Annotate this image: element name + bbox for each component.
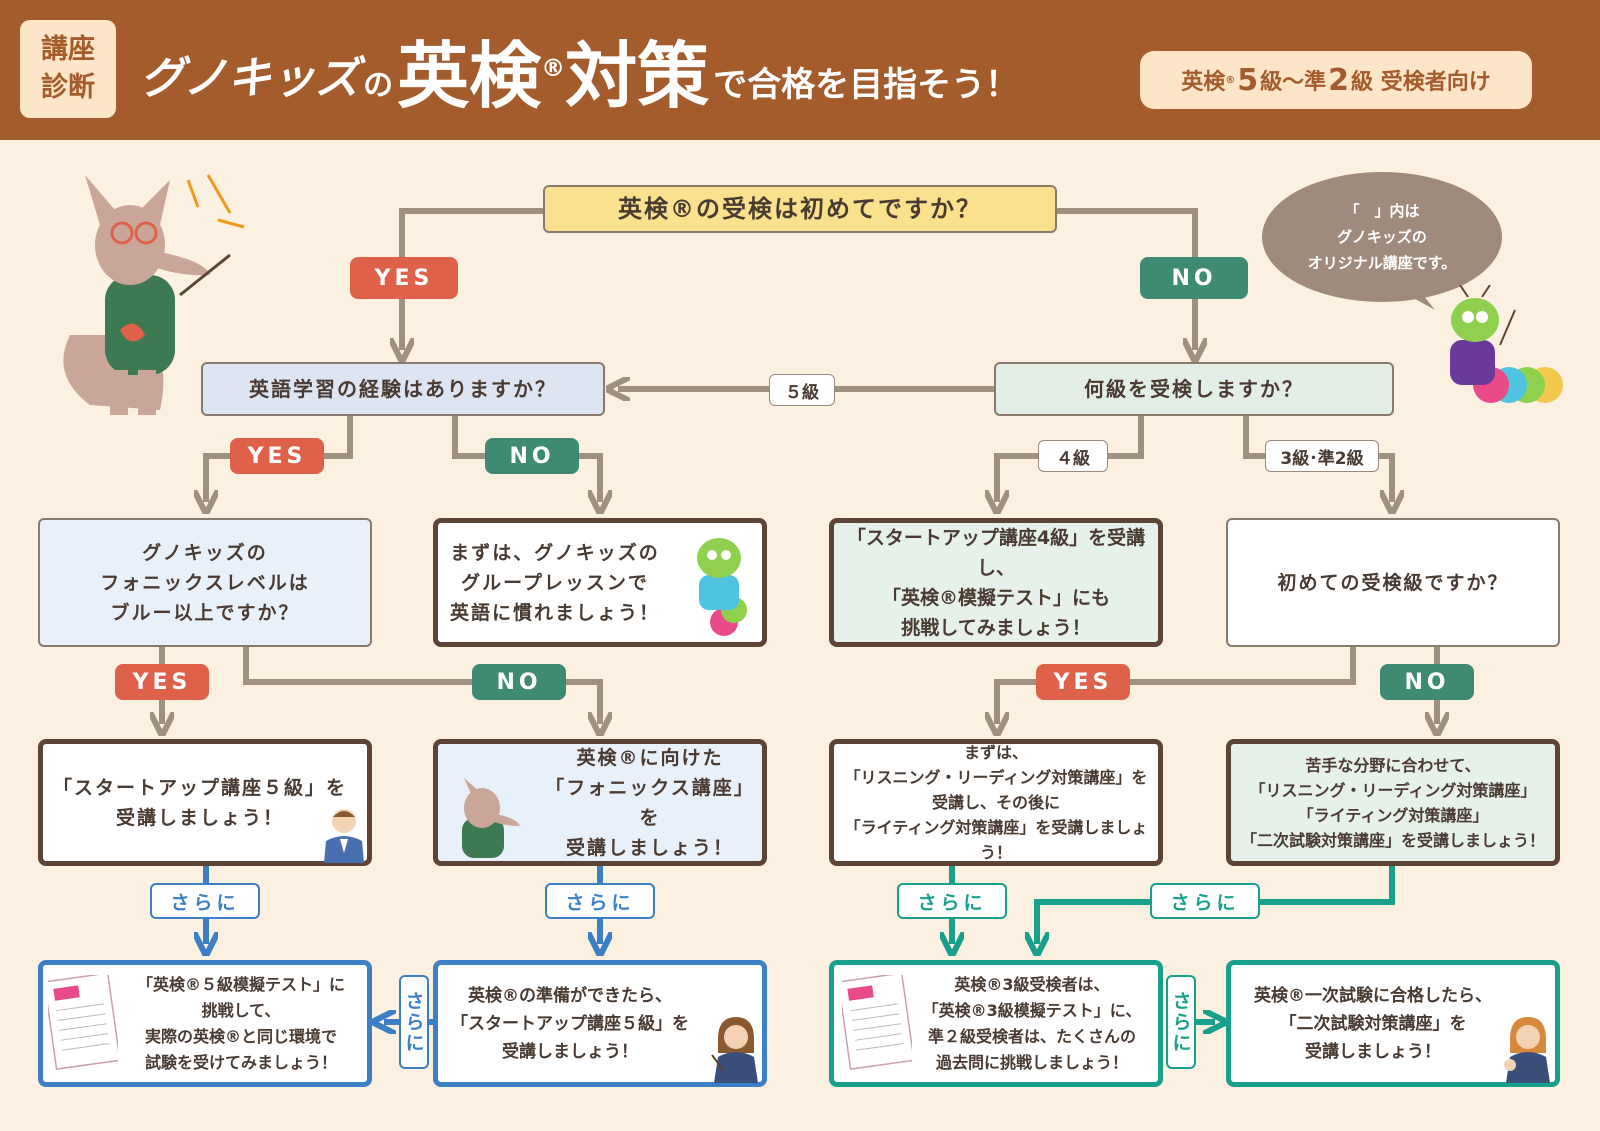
businesswoman-icon: [1504, 1017, 1550, 1083]
caterpillar-small-icon: [697, 538, 747, 636]
bubble-tail: [1390, 285, 1435, 310]
yes-label: YES: [1036, 664, 1130, 700]
title-brand: グノキッズ: [140, 53, 360, 104]
question-which-grade: 何級を受検しますか？: [994, 362, 1394, 416]
teacher-woman-icon: [711, 1017, 758, 1083]
diagnosis-badge: 講座 診断: [20, 20, 116, 118]
sarani-label: さらに: [545, 883, 655, 919]
question-study-experience: 英語学習の経験はありますか？: [201, 362, 605, 416]
sarani-label: さらに: [1150, 883, 1260, 919]
sarani-label: さらに: [897, 883, 1007, 919]
question-first-grade-exam: 初めての受検級ですか？: [1226, 518, 1560, 647]
sarani-label: さらに: [399, 975, 429, 1069]
title-tail: で合格を目指そう！: [713, 65, 1020, 105]
badge-line-2: 診断: [41, 72, 95, 103]
no-label: NO: [485, 438, 579, 474]
grade3-pre2-label: 3級･準2級: [1265, 440, 1379, 472]
answer-mock3: 英検®3級受検者は、「英検®3級模擬テスト」に、準２級受検者は、たくさんの過去問…: [829, 960, 1163, 1087]
aardvark-small-icon: [462, 778, 520, 858]
aardvark-mascot-icon: [63, 174, 245, 415]
page-title: グノキッズ の 英検®対策 で合格を目指そう！: [140, 22, 1019, 122]
yes-label: YES: [230, 438, 324, 474]
grade4-label: ４級: [1038, 440, 1108, 472]
no-label: NO: [472, 664, 566, 700]
title-eiken: 英検®対策: [397, 34, 710, 118]
sarani-label: さらに: [150, 883, 260, 919]
question-first-exam: 英検®の受検は初めてですか？: [543, 185, 1057, 233]
answer-startup5: 「スタートアップ講座５級」を受講しましょう！: [38, 739, 372, 866]
yes-label: YES: [350, 257, 458, 299]
answer-prep5: 英検®の準備ができたら、「スタートアップ講座５級」を受講しましょう！: [433, 960, 767, 1087]
grade5-label: ５級: [769, 374, 835, 406]
answer-phonics-course: 英検®に向けた「フォニックス講座」を受講しましょう！: [433, 739, 767, 866]
answer-listening-first: まずは、「リスニング・リーディング対策講座」を受講し、その後に「ライティング対策…: [829, 739, 1163, 866]
teacher-man-icon: [324, 809, 364, 863]
mock-test-paper-icon: [842, 975, 912, 1070]
badge-line-1: 講座: [41, 34, 95, 65]
sarani-label: さらに: [1166, 975, 1196, 1069]
answer-startup4: 「スタートアップ講座4級」を受講し、「英検®模擬テスト」にも挑戦してみましょう！: [829, 518, 1163, 647]
answer-weak-area: 苦手な分野に合わせて、「リスニング・リーディング対策講座」「ライティング対策講座…: [1226, 739, 1560, 866]
yes-label: YES: [115, 664, 209, 700]
question-phonics-level: グノキッズのフォニックスレベルはブルー以上ですか？: [38, 518, 372, 647]
no-label: NO: [1140, 257, 1248, 299]
mock-test-paper-icon: [48, 975, 118, 1070]
caterpillar-mascot-icon: [1450, 285, 1563, 403]
no-label: NO: [1380, 664, 1474, 700]
title-particle: の: [363, 68, 394, 103]
note-speech-bubble: 「 」内は グノキッズの オリジナル講座です。: [1262, 172, 1502, 302]
